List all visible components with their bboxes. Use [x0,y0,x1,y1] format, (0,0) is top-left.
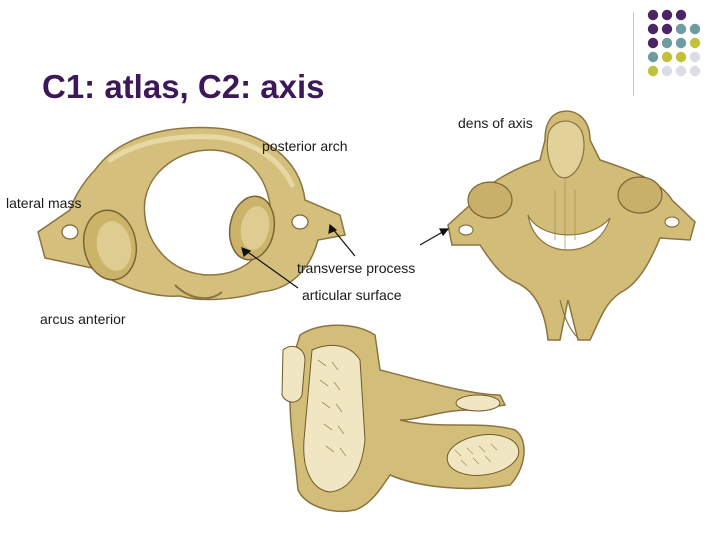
right-transverse-foramen [291,214,309,230]
decorative-dot [647,23,659,35]
left-transverse-foramen [61,224,79,240]
decorative-dot [661,51,673,63]
decorative-dot [675,51,687,63]
decorative-dot [689,65,701,77]
decorative-dot [675,37,687,49]
decorative-dot [647,51,659,63]
decorative-dot [661,65,673,77]
slide-title: C1: atlas, C2: axis [42,68,325,105]
decorative-dot [675,65,687,77]
decorative-dot [689,37,701,49]
axis-body [447,110,696,341]
c1-c2-section-image [281,324,525,512]
label-articular-surface: articular surface [302,287,402,303]
label-arcus-anterior: arcus anterior [40,311,126,327]
decorative-dot [689,23,701,35]
label-dens-of-axis: dens of axis [458,115,533,131]
decorative-dot [675,23,687,35]
dens-process [546,120,585,179]
label-posterior-arch: posterior arch [262,138,348,154]
decorative-dot [661,9,673,21]
axis-c2-image [447,110,696,341]
decorative-dot [689,51,701,63]
label-transverse-process: transverse process [297,260,416,276]
atlas-c1-image [37,126,346,301]
decorative-dot [647,65,659,77]
leader-lines [241,223,450,289]
label-lateral-mass: lateral mass [6,195,82,211]
divider-line [633,12,634,96]
decorative-dot [647,37,659,49]
decorative-dot [661,23,673,35]
decorative-dot [661,37,673,49]
decorative-dot [675,9,687,21]
decorative-dot [647,9,659,21]
decorative-dot-grid [647,9,701,77]
